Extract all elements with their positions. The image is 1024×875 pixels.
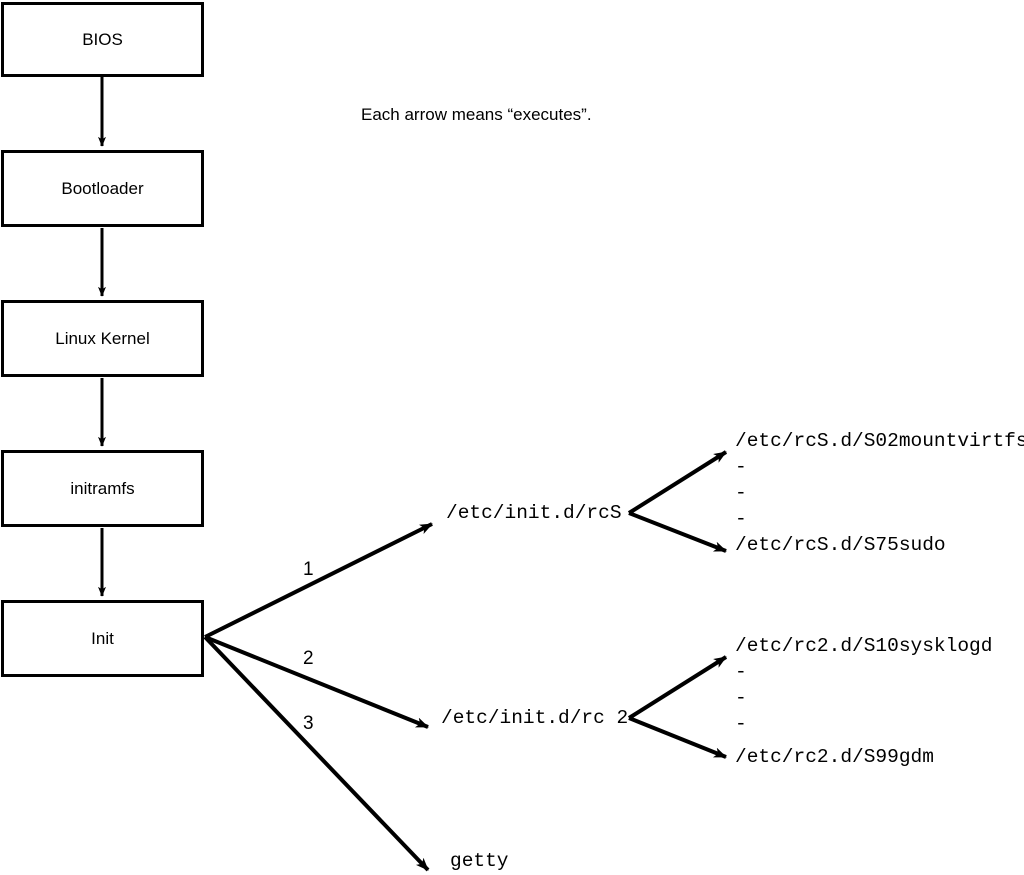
arrow-rc2-to-last: [628, 716, 727, 759]
node-bios-label: BIOS: [82, 30, 123, 49]
node-init-label: Init: [91, 629, 114, 648]
node-bootloader[interactable]: Bootloader: [1, 150, 204, 227]
branch-number-1: 1: [303, 559, 314, 580]
node-linux-kernel[interactable]: Linux Kernel: [1, 300, 204, 377]
arrow-init-branch-2: [204, 635, 429, 729]
node-init[interactable]: Init: [1, 600, 204, 677]
rcs-child-last[interactable]: /etc/rcS.d/S75sudo: [735, 534, 946, 556]
branch-number-2: 2: [303, 648, 314, 669]
arrow-rc2-to-first: [627, 655, 728, 720]
arrow-init-branch-3: [203, 635, 430, 872]
branch-target-getty[interactable]: getty: [450, 850, 509, 872]
arrow-rcs-to-first: [627, 450, 728, 515]
arrow-init-branch-1: [204, 522, 433, 639]
node-initramfs[interactable]: initramfs: [1, 450, 204, 527]
rcs-ellipsis-dash-1: -: [735, 456, 747, 478]
node-bios[interactable]: BIOS: [1, 2, 204, 77]
rcs-ellipsis-dash-3: -: [735, 508, 747, 530]
branch-target-rc2[interactable]: /etc/init.d/rc 2: [441, 707, 629, 729]
branch-number-3: 3: [303, 713, 314, 734]
branch-target-rcs[interactable]: /etc/init.d/rcS: [446, 502, 622, 524]
rc2-ellipsis-dash-1: -: [735, 661, 747, 683]
rc2-ellipsis-dash-3: -: [735, 713, 747, 735]
node-bootloader-label: Bootloader: [61, 179, 144, 198]
rc2-child-first[interactable]: /etc/rc2.d/S10sysklogd: [735, 635, 993, 657]
arrow-rcs-to-last: [628, 511, 727, 553]
rc2-child-last[interactable]: /etc/rc2.d/S99gdm: [735, 746, 934, 768]
node-linux-kernel-label: Linux Kernel: [55, 329, 150, 348]
rcs-child-first[interactable]: /etc/rcS.d/S02mountvirtfs: [735, 430, 1024, 452]
diagram-caption: Each arrow means “executes”.: [361, 105, 592, 124]
rc2-ellipsis-dash-2: -: [735, 687, 747, 709]
node-initramfs-label: initramfs: [70, 479, 135, 498]
rcs-ellipsis-dash-2: -: [735, 482, 747, 504]
